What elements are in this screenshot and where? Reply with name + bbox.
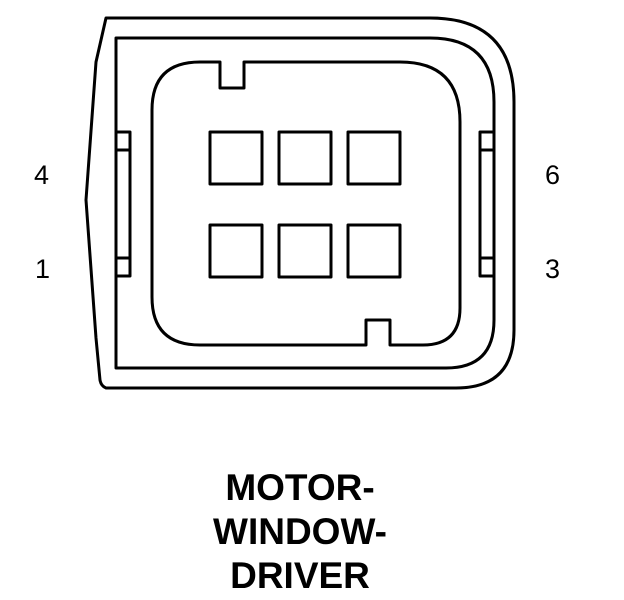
pin-label-bottom-right: 3 bbox=[545, 254, 561, 284]
right-latch bbox=[478, 130, 496, 278]
connector-cavity bbox=[150, 60, 462, 347]
caption-line-3: DRIVER bbox=[230, 555, 370, 596]
caption-line-2: WINDOW- bbox=[213, 511, 387, 552]
connector-inner-housing bbox=[114, 36, 496, 370]
pin-terminal-4 bbox=[208, 130, 264, 186]
pin-terminal-1 bbox=[208, 223, 264, 279]
pin-label-top-right: 6 bbox=[545, 160, 561, 190]
caption-line-1: MOTOR- bbox=[225, 467, 375, 508]
pin-terminal-5 bbox=[277, 130, 333, 186]
left-latch bbox=[114, 130, 132, 278]
pin-label-bottom-left: 1 bbox=[35, 254, 51, 284]
connector-caption: MOTOR- WINDOW- DRIVER bbox=[0, 466, 600, 598]
connector-outer-housing bbox=[84, 16, 516, 390]
pin-terminal-6 bbox=[346, 130, 402, 186]
pin-terminal-2 bbox=[277, 223, 333, 279]
pin-label-top-left: 4 bbox=[34, 160, 50, 190]
pin-terminal-3 bbox=[346, 223, 402, 279]
